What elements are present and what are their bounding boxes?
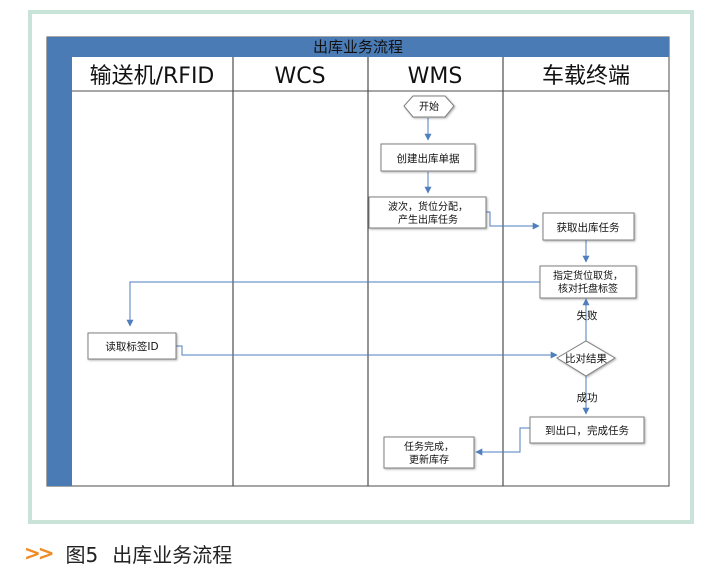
- title-bar: [47, 37, 669, 57]
- lane-label-conveyor: 输送机/RFID: [90, 64, 215, 89]
- edge-label-success: 成功: [577, 392, 598, 404]
- connector-assign-readtag: [126, 281, 540, 327]
- node-create-order: 创建出库单据: [380, 143, 476, 172]
- node-assign-label-1: 指定货位取货，: [553, 269, 623, 282]
- node-done-label-1: 任务完成，: [404, 440, 454, 453]
- node-task-done: 任务完成， 更新库存: [383, 436, 475, 469]
- node-read-tag-label: 读取标签ID: [105, 340, 158, 353]
- figure-number: 图5: [65, 542, 99, 567]
- node-compare-decision: 比对结果: [556, 340, 616, 377]
- lane-label-wcs: WCS: [274, 64, 325, 89]
- connector-arrive-done: [475, 427, 530, 456]
- diagram-title: 出库业务流程: [313, 38, 403, 56]
- double-chevron-icon: >>: [24, 541, 54, 565]
- figure-caption: >> 图5 出库业务流程: [24, 540, 246, 567]
- left-band: [47, 37, 72, 486]
- node-compare-label: 比对结果: [565, 352, 607, 365]
- lane-label-wms: WMS: [408, 64, 463, 89]
- node-assign-label-2: 核对托盘标签: [558, 282, 618, 295]
- node-create-label: 创建出库单据: [397, 152, 460, 165]
- figure-caption-text: 出库业务流程: [112, 542, 233, 567]
- node-start: 开始: [403, 95, 455, 118]
- node-get-task-label: 获取出库任务: [557, 221, 620, 234]
- node-wave-allocate: 波次，货位分配， 产生出库任务: [368, 196, 487, 229]
- edge-label-fail: 失败: [577, 309, 598, 322]
- node-arrive-exit: 到出口，完成任务: [529, 416, 645, 444]
- node-done-label-2: 更新库存: [409, 453, 449, 466]
- connector-readtag-compare: [176, 345, 558, 359]
- node-assign-pick: 指定货位取货， 核对托盘标签: [539, 265, 637, 299]
- node-wave-label-2: 产生出库任务: [398, 213, 458, 226]
- node-read-tag: 读取标签ID: [87, 332, 177, 360]
- lane-label-terminal: 车载终端: [542, 64, 630, 89]
- connector-wave-gettask: [486, 211, 540, 230]
- node-arrive-label: 到出口，完成任务: [545, 424, 629, 437]
- node-start-label: 开始: [419, 100, 439, 113]
- node-get-task: 获取出库任务: [542, 212, 635, 241]
- diagram-border: [46, 36, 670, 487]
- node-wave-label-1: 波次，货位分配，: [388, 200, 468, 213]
- swimlane-diagram: 出库业务流程 输送机/RFID WCS WMS 车载终端 开始 创建出库单据 波…: [46, 36, 670, 487]
